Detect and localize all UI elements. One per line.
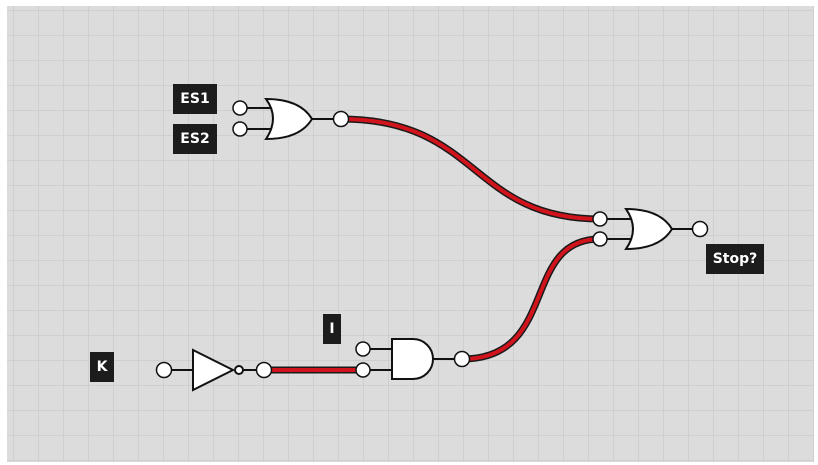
- wire-and-to-or-output[interactable]: [458, 235, 604, 363]
- and-input-2-pin[interactable]: [355, 362, 371, 378]
- not-gate-k[interactable]: [164, 348, 264, 392]
- and-output-pin[interactable]: [453, 350, 471, 368]
- or-gate-top[interactable]: [240, 97, 341, 141]
- and-input-1-pin[interactable]: [355, 341, 371, 357]
- or-top-input-2-pin[interactable]: [232, 121, 248, 137]
- input-label-i[interactable]: I: [323, 314, 341, 344]
- circuit-board[interactable]: [7, 6, 814, 462]
- or-output-output-pin[interactable]: [691, 220, 709, 238]
- or-output-input-2-pin[interactable]: [592, 231, 608, 247]
- not-input-pin[interactable]: [155, 361, 173, 379]
- or-top-output-pin[interactable]: [332, 110, 350, 128]
- input-label-es2[interactable]: ES2: [173, 124, 217, 154]
- input-label-k[interactable]: K: [90, 352, 114, 382]
- input-label-es1[interactable]: ES1: [173, 84, 217, 114]
- wire-or-top-to-or-output[interactable]: [337, 115, 604, 223]
- and-gate-bottom[interactable]: [363, 338, 462, 380]
- or-top-input-1-pin[interactable]: [232, 100, 248, 116]
- or-gate-output[interactable]: [600, 207, 700, 251]
- or-output-input-1-pin[interactable]: [592, 211, 608, 227]
- not-output-pin[interactable]: [255, 361, 273, 379]
- output-label-stop[interactable]: Stop?: [706, 244, 764, 274]
